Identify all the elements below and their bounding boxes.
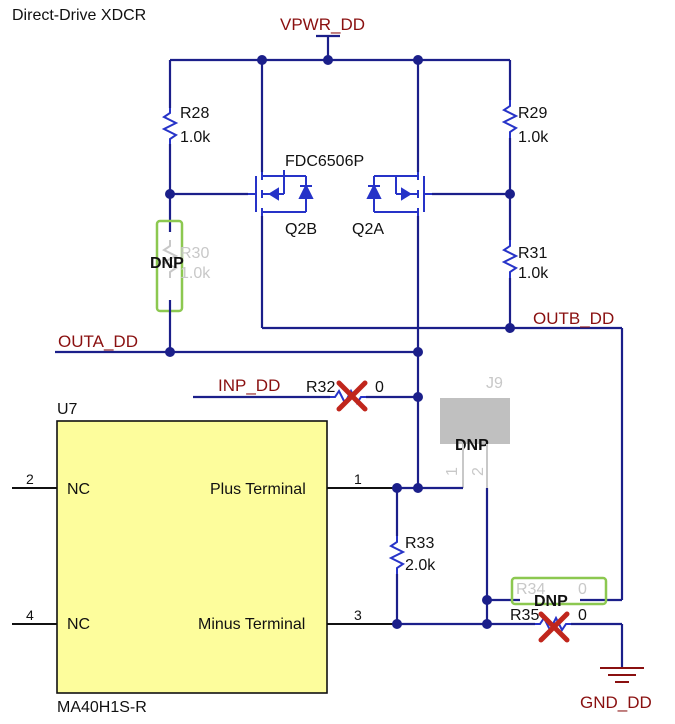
r30-resistor bbox=[161, 240, 179, 278]
r33-resistor bbox=[388, 536, 406, 574]
r32-x-mark bbox=[336, 380, 368, 412]
r35-ref: R35 bbox=[510, 607, 539, 624]
r29-value: 1.0k bbox=[518, 129, 549, 146]
r31-value: 1.0k bbox=[518, 265, 549, 282]
j9-pin1: 1 bbox=[444, 467, 461, 476]
r31-resistor bbox=[501, 240, 519, 278]
r28-value: 1.0k bbox=[180, 129, 211, 146]
u7-pin1-num: 1 bbox=[354, 471, 362, 487]
u7-pin1-name: Plus Terminal bbox=[210, 481, 306, 498]
outb-net-label: OUTB_DD bbox=[533, 309, 614, 328]
u7-pin2-name: NC bbox=[67, 481, 90, 498]
q2b-mosfet bbox=[248, 170, 314, 216]
u7-part: MA40H1S-R bbox=[57, 699, 147, 716]
u7-ref: U7 bbox=[57, 401, 78, 418]
mosfet-part: FDC6506P bbox=[285, 153, 364, 170]
r29-resistor bbox=[501, 100, 519, 138]
r30-value: 1.0k bbox=[180, 265, 211, 282]
j9-connector bbox=[440, 398, 510, 444]
q2b-ref: Q2B bbox=[285, 221, 317, 238]
ground-icon bbox=[600, 667, 644, 683]
u7-pin2-num: 2 bbox=[26, 471, 34, 487]
vpwr-net-label: VPWR_DD bbox=[280, 15, 365, 34]
r34-highlight-box bbox=[510, 576, 608, 606]
u7-pin4-name: NC bbox=[67, 616, 90, 633]
r35-x-mark bbox=[538, 611, 570, 643]
j9-ref: J9 bbox=[486, 375, 503, 392]
gnd-net-label: GND_DD bbox=[580, 693, 652, 712]
r30-dnp-label: DNP bbox=[150, 255, 184, 272]
u7-pin3-name: Minus Terminal bbox=[198, 616, 305, 633]
u7-body bbox=[56, 420, 328, 694]
r35-value: 0 bbox=[578, 607, 587, 624]
j9-dnp-label: DNP bbox=[455, 437, 489, 454]
r28-resistor bbox=[161, 108, 179, 144]
r33-value: 2.0k bbox=[405, 557, 436, 574]
r29-ref: R29 bbox=[518, 105, 547, 122]
r28-ref: R28 bbox=[180, 105, 209, 122]
r30-ref: R30 bbox=[180, 245, 209, 262]
r34-dnp-label: DNP bbox=[534, 593, 568, 610]
r31-ref: R31 bbox=[518, 245, 547, 262]
q2a-mosfet bbox=[366, 172, 432, 216]
r32-ref: R32 bbox=[306, 379, 335, 396]
j9-pin2: 2 bbox=[470, 467, 487, 476]
inp-net-label: INP_DD bbox=[218, 376, 280, 395]
r34-value: 0 bbox=[578, 581, 587, 598]
u7-pin4-num: 4 bbox=[26, 607, 34, 623]
u7-pin3-num: 3 bbox=[354, 607, 362, 623]
schematic-title: Direct-Drive XDCR bbox=[12, 7, 146, 24]
r33-ref: R33 bbox=[405, 535, 434, 552]
r34-ref: R34 bbox=[516, 581, 545, 598]
r32-value: 0 bbox=[375, 379, 384, 396]
q2a-ref: Q2A bbox=[352, 221, 384, 238]
outa-net-label: OUTA_DD bbox=[58, 332, 138, 351]
